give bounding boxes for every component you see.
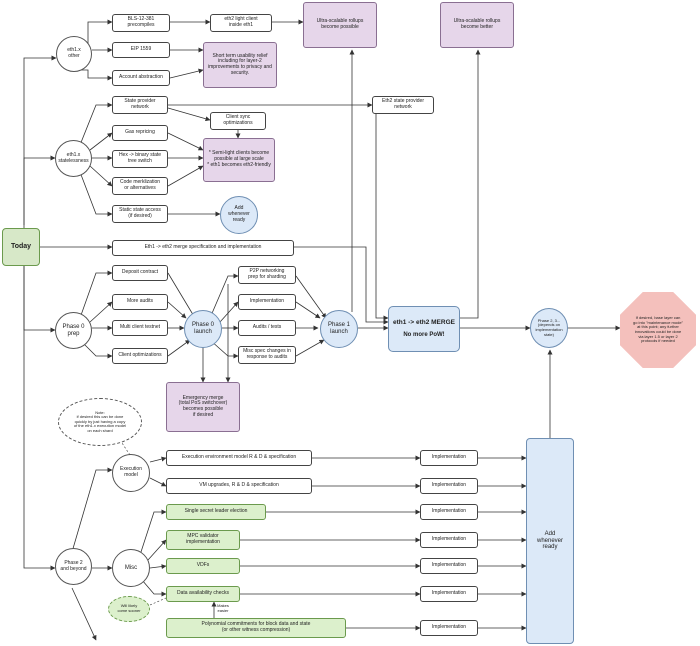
gas-repricing-node: Gas repricing [112,125,168,141]
eth1x-other-node: eth1.x other [56,36,92,72]
edge-p0-impl [219,301,239,323]
impl-da-node: Implementation [420,586,478,602]
edge-misc-ssle [139,509,167,556]
maintenance-mode-node: If desired, base layer can go into "main… [620,292,696,368]
edge-stateless-code [89,165,113,187]
vdfs-node: VDFs [166,558,240,574]
edge-today-eth1x-stateless [23,155,56,225]
impl-ssle-node: Implementation [420,504,478,520]
impl-mpc-node: Implementation [420,532,478,548]
client-optimizations-node: Client optimizations [112,348,168,364]
edge-mergespec-merge [294,246,389,325]
edge-deposit-p0 [167,272,196,319]
phase123-node: Phase 2, 3... (depends on implementation… [530,308,568,348]
client-sync-node: Client sync optimizations [210,112,266,130]
merge-title: eth1 -> eth2 MERGE [393,318,455,326]
edge-today-phase2 [23,265,56,571]
edge-eth2spn-merge [375,112,389,321]
makes-easier-label: Makes easier [217,603,229,613]
audits-tests-node: Audits / tests [238,320,296,336]
deposit-contract-node: Deposit contract [112,265,168,281]
code-merklization-node: Code merklization or alternatives [112,177,168,195]
short-term-usability-node: Short term usability relief including fo… [203,42,277,88]
phase1-launch-node: Phase 1 launch [320,310,358,348]
phase0-launch-node: Phase 0 launch [184,310,222,348]
phase2-beyond-node: Phase 2 and beyond [55,548,92,585]
eth1x-statelessness-node: eth1.x statelessness [55,140,92,177]
account-abstraction-node: Account abstraction [112,70,170,86]
data-availability-node: Data availability checks [166,586,240,602]
edge-exec-vm [149,477,167,487]
edge-aa-shortterm [169,68,204,79]
eip1559-node: EIP 1559 [112,42,170,58]
edge-stateless-gas [89,132,113,151]
edge-p2p-p1 [295,275,327,319]
edge-prep-clientopt [79,339,113,359]
edge-phase2-poly [71,587,97,641]
edge-misc-vdf [149,564,167,570]
execution-model-node: Execution model [112,454,150,492]
implementation-p0-node: Implementation [238,294,296,310]
merge-spec-node: Eth1 -> eth2 merge specification and imp… [112,240,294,256]
edge-merge-ultrabetter [460,49,481,319]
mpc-validator-node: MPC validator implementation [166,530,240,550]
impl-exec-env-node: Implementation [420,450,478,466]
edge-exec-envrd [149,456,167,463]
impl-vdf-node: Implementation [420,558,478,574]
polynomial-commitments-node: Polynomial commitments for block data an… [166,618,346,638]
note-cloud: Note: if desired this can be done quickl… [58,398,142,446]
today-node: Today [2,228,40,266]
edge-today-phase0prep [23,262,56,333]
semi-light-clients-node: * Semi-light clients become possible at … [203,138,275,182]
add-whenever-ready-circle: Add whenever ready [220,196,258,234]
edge-spn-clientsync [167,107,211,122]
edge-audits-p0 [167,301,187,319]
edge-miscspec-p1 [295,339,325,357]
misc-spec-changes-node: Misc spec changes in response to audits [238,346,296,364]
p2p-networking-node: P2P networking prep for sharding [238,266,296,284]
ultra-rollups-possible-node: Ultra-scalable rollups become possible [303,2,377,48]
misc-node: Misc [112,549,150,587]
ssle-node: Single secret leader election [166,504,266,520]
vm-upgrades-node: VM upgrades, R & D & specification [166,478,312,494]
hex-binary-node: Hex -> binary state tree switch [112,150,168,168]
edge-clientopt-p0 [167,339,191,357]
edge-prep-audits [89,301,113,323]
multi-client-testnet-node: Multi client testnet [112,320,168,336]
edge-phase2-exec [71,467,113,553]
add-whenever-ready-bar: Add whenever ready [526,438,574,644]
edge-impl-p1 [295,301,321,319]
edge-gas-semilight [167,132,204,151]
bls-precompiles-node: BLS-12-381 precompiles [112,14,170,32]
edge-code-semilight [167,165,204,187]
edge-today-eth1x-other [23,55,57,230]
eth2-light-client-node: eth2 light client inside eth1 [210,14,272,32]
edge-misc-da [141,579,167,597]
state-provider-network-node: State provider network [112,96,168,114]
exec-env-rd-node: Execution environment model R & D & spec… [166,450,312,466]
phase0-prep-node: Phase 0 prep [55,312,92,349]
edge-misc-mpc [147,539,167,561]
ultra-rollups-better-node: Ultra-scalable rollups become better [440,2,514,48]
impl-vm-node: Implementation [420,478,478,494]
static-state-access-node: Static state access (if desired) [112,205,168,223]
edge-p0-p2p [209,273,239,319]
will-likely-cloud: Will likely come sooner [108,596,150,622]
emergency-merge-node: Emergency merge (total PoS switchover) b… [166,382,240,432]
impl-poly-node: Implementation [420,620,478,636]
eth2-state-provider-network-node: Eth2 state provider network [372,96,434,114]
edge-stateless-static [79,171,113,217]
more-audits-node: More audits [112,294,168,310]
merge-node: eth1 -> eth2 MERGE No more PoW! [388,306,460,352]
merge-subtitle: No more PoW! [403,332,445,339]
edge-stateless-spn [79,102,113,146]
edge-willlikely-da [149,597,167,606]
edge-prep-deposit [79,270,113,319]
edge-note-exec [119,439,131,456]
